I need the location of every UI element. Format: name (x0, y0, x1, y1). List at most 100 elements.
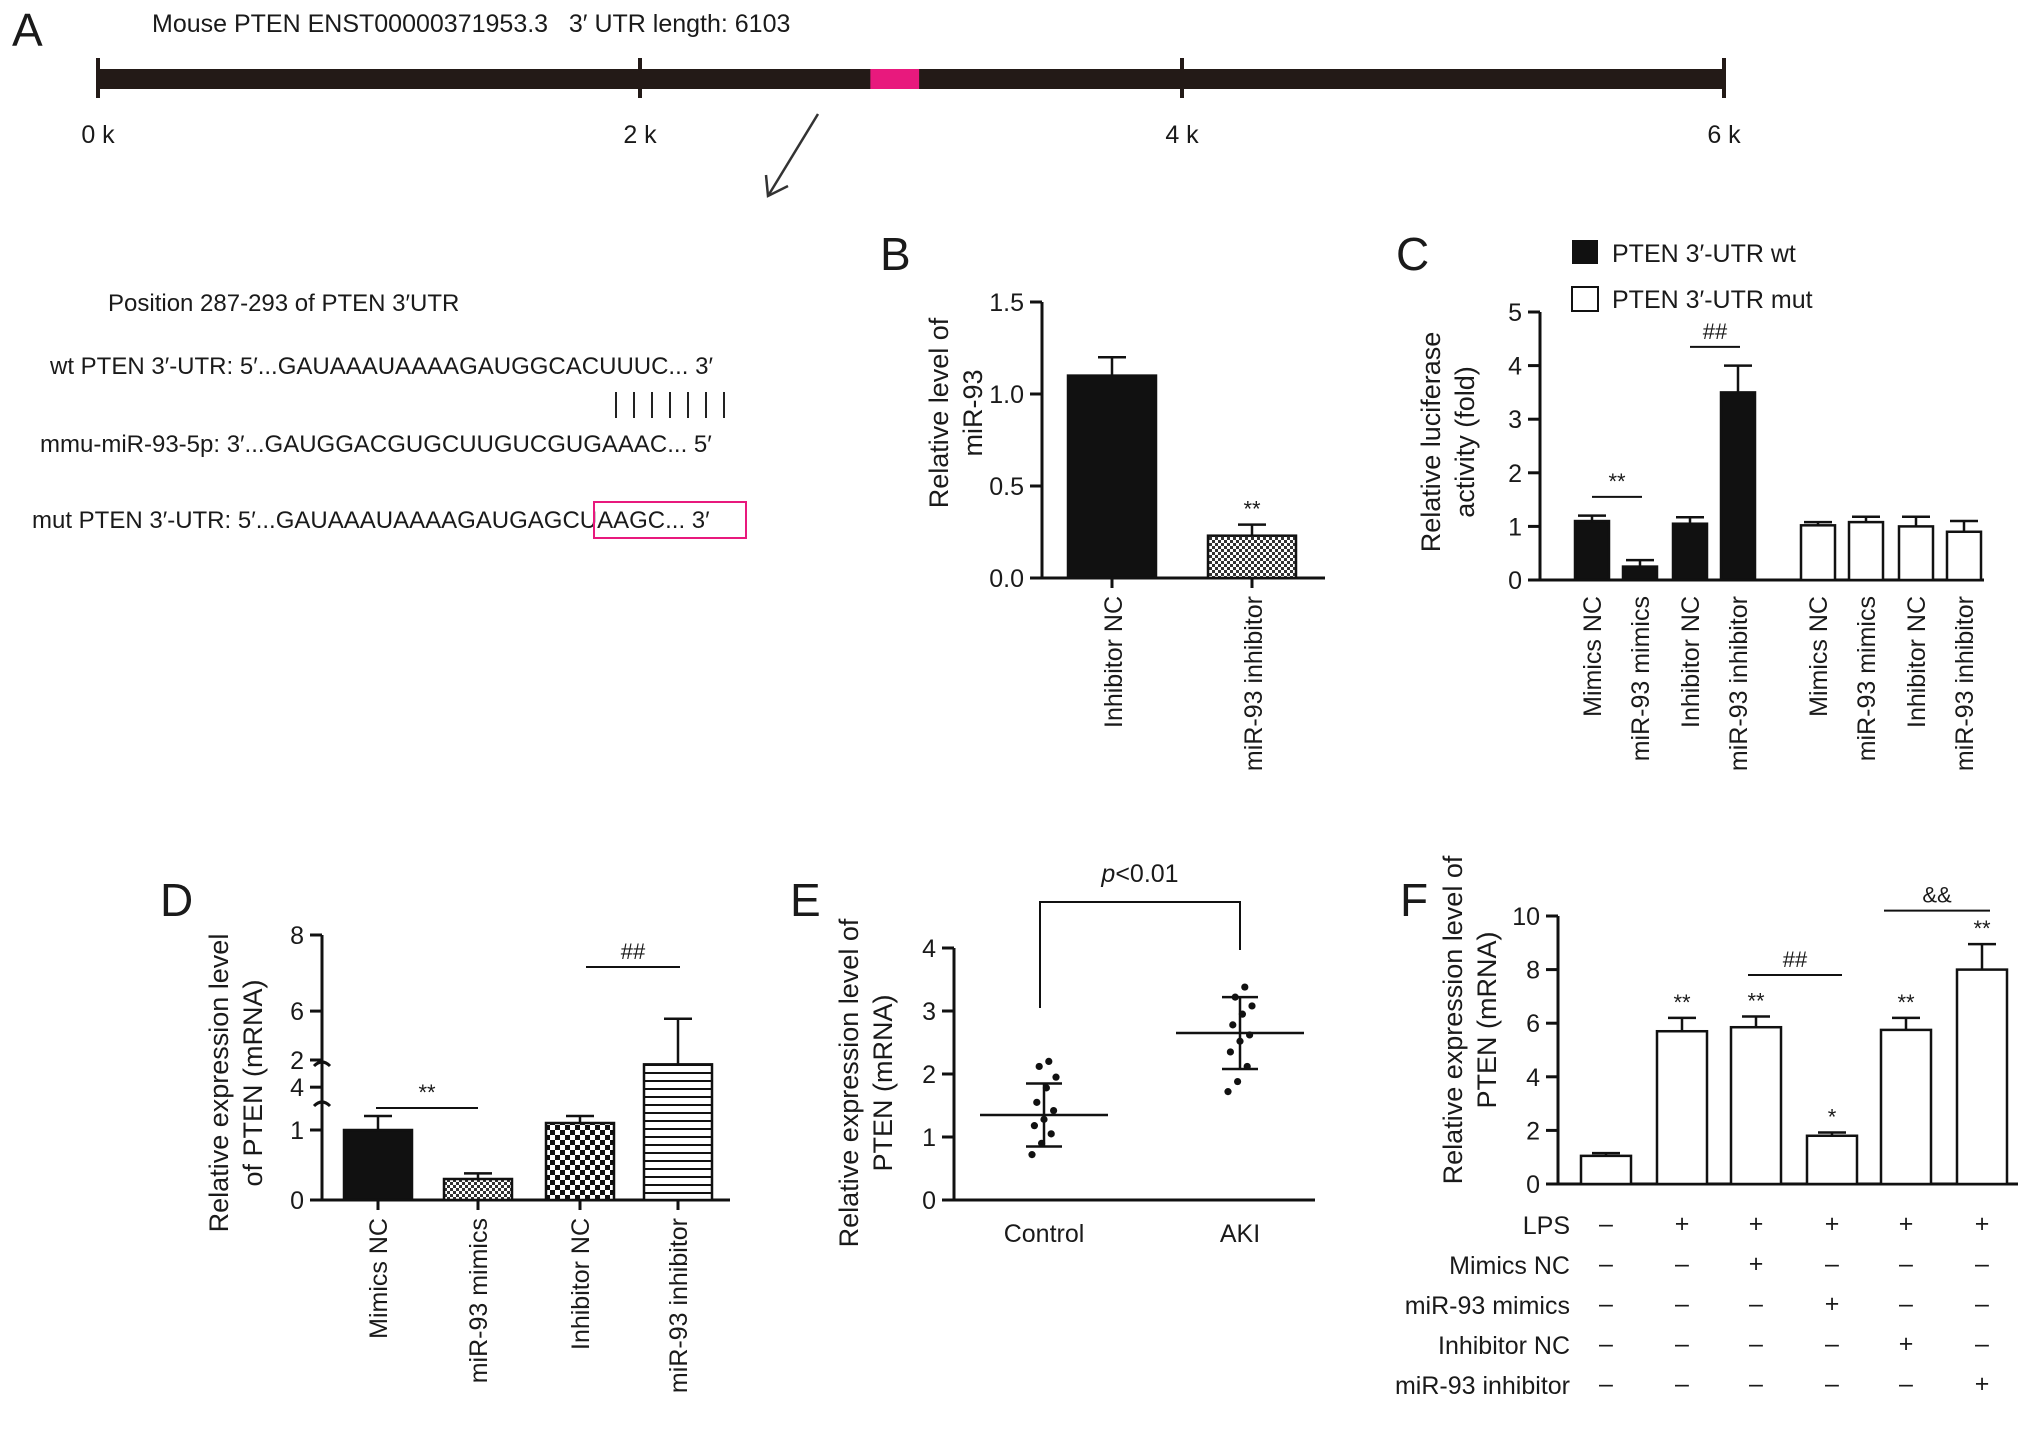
panel-f-condition-label: LPS (1523, 1212, 1570, 1240)
panel-f-condition-sign: + (1675, 1210, 1690, 1238)
panel-f-condition-sign: – (1675, 1290, 1689, 1318)
panel-f-condition-sign: + (1975, 1210, 1990, 1238)
panel-f-condition-label: Mimics NC (1449, 1252, 1570, 1280)
panel-f-y-tick-label: 4 (1526, 1064, 1540, 1092)
panel-c-bar-wt (1671, 522, 1709, 582)
panel-f-condition-sign: – (1599, 1290, 1613, 1318)
panel-d-y-tick-label: 4 (290, 1074, 304, 1102)
panel-e-point (1231, 993, 1239, 1001)
panel-d-y-tick-label: 2 (290, 1047, 304, 1075)
panel-f-condition-sign: – (1975, 1290, 1989, 1318)
panel-f-condition-label: miR-93 mimics (1405, 1292, 1570, 1320)
panel-f-condition-sign: – (1825, 1370, 1839, 1398)
panel-c-y-tick-label: 5 (1508, 299, 1522, 327)
utr-tick-label: 6 k (1707, 121, 1741, 149)
panel-f-condition-sign: – (1975, 1250, 1989, 1278)
panel-e-point (1234, 1077, 1242, 1086)
panel-f-condition-sign: + (1749, 1250, 1764, 1278)
panel-f-condition-sign: + (1749, 1210, 1764, 1238)
panel-c-bar-mut (1847, 520, 1885, 582)
panel-e-y-tick-label: 0 (922, 1187, 936, 1215)
panel-e-point (1241, 983, 1249, 991)
panel-f-condition-sign: – (1599, 1210, 1613, 1238)
wt-sequence: wt PTEN 3′-UTR: 5′...GAUAAAUAAAAGAUGGCAC… (49, 353, 713, 380)
panel-f-condition-sign: – (1749, 1290, 1763, 1318)
panel-f-condition-sign: + (1899, 1330, 1914, 1358)
panel-f-condition-sign: – (1975, 1330, 1989, 1358)
position-text: Position 287-293 of PTEN 3′UTR (108, 290, 459, 317)
legend-swatch-wt (1572, 240, 1598, 264)
panel-c-x-label: Inhibitor NC (1677, 596, 1705, 728)
panel-f-condition-sign: – (1899, 1290, 1913, 1318)
panel-e-point (1226, 1048, 1234, 1056)
panel-b-y-tick-label: 0.5 (989, 473, 1024, 501)
panel-f-bar (1579, 1154, 1633, 1186)
panel-c-y-tick-label: 3 (1508, 406, 1522, 434)
utr-tick-label: 0 k (81, 121, 115, 149)
panel-e-point (1246, 1031, 1254, 1039)
panel-e-y-tick-label: 4 (922, 935, 936, 963)
panel-f-bar (1805, 1134, 1859, 1186)
panel-f-y-tick-label: 10 (1512, 903, 1540, 931)
panel-d-x-label: miR-93 inhibitor (665, 1218, 693, 1393)
utr-tick-label: 4 k (1165, 121, 1199, 149)
panel-f-condition-sign: + (1825, 1210, 1840, 1238)
panel-c-bar-mut (1945, 530, 1983, 582)
panel-c-x-label: Mimics NC (1805, 596, 1833, 717)
panel-f-condition-sign: + (1899, 1210, 1914, 1238)
panel-f-bar-significance: ** (1747, 989, 1765, 1014)
panel-c-y-tick-label: 1 (1508, 513, 1522, 541)
panel-b-x-label: miR-93 inhibitor (1240, 596, 1268, 771)
panel-d-x-label: Inhibitor NC (567, 1218, 595, 1350)
panel-f-y-tick-label: 0 (1526, 1171, 1540, 1199)
panel-c-significance: ## (1703, 319, 1728, 344)
panel-f-bar-significance: ** (1973, 916, 1991, 941)
panel-c-x-label: Mimics NC (1579, 596, 1607, 717)
mirna-sequence: mmu-miR-93-5p: 3′...GAUGGACGUGCUUGUCGUGA… (40, 431, 712, 458)
panel-e-point (1033, 1098, 1041, 1106)
panel-c-x-label: miR-93 mimics (1627, 596, 1655, 761)
panel-e-y-tick-label: 2 (922, 1061, 936, 1089)
panel-d-y-tick-label: 1 (290, 1117, 304, 1145)
panel-e-point (1236, 1037, 1244, 1045)
panel-f-condition-sign: – (1599, 1250, 1613, 1278)
panel-f-bar-significance: ** (1897, 990, 1915, 1015)
panel-e-point (1028, 1151, 1036, 1159)
panel-e-point (1224, 1088, 1232, 1096)
panel-e-point (1052, 1073, 1060, 1081)
panel-f-condition-sign: – (1599, 1330, 1613, 1358)
panel-c-x-label: miR-93 mimics (1853, 596, 1881, 761)
panel-e-point (1035, 1062, 1043, 1071)
panel-c-y-tick-label: 0 (1508, 567, 1522, 595)
panel-c-y-tick-label: 4 (1508, 353, 1522, 381)
panel-c-x-label: miR-93 inhibitor (1725, 596, 1753, 771)
panel-f-condition-sign: – (1825, 1250, 1839, 1278)
base-pair-lines (615, 392, 725, 418)
legend-label-mut: PTEN 3′-UTR mut (1612, 286, 1813, 314)
panel-a-label: A (12, 4, 43, 56)
panel-e-point (1238, 1010, 1246, 1018)
panel-d-bar (342, 1128, 414, 1202)
zoom-arrow (766, 113, 820, 197)
panel-e-x-label: AKI (1220, 1220, 1260, 1248)
panel-e-bracket (1039, 901, 1241, 1008)
panel-b-y-tick-label: 1.0 (989, 381, 1024, 409)
panel-f-condition-sign: – (1899, 1370, 1913, 1398)
panel-f-bar (1729, 1025, 1783, 1186)
panel-b-y-tick-label: 1.5 (989, 289, 1024, 317)
panel-c-bar-mut (1897, 525, 1935, 582)
panel-a: A Mouse PTEN ENST00000371953.3 3′ UTR le… (12, 4, 1741, 539)
panel-f-significance: && (1922, 883, 1952, 908)
panel-e-y-tick-label: 1 (922, 1124, 936, 1152)
panel-e-y-tick-label: 3 (922, 998, 936, 1026)
panel-f-condition-sign: – (1899, 1250, 1913, 1278)
